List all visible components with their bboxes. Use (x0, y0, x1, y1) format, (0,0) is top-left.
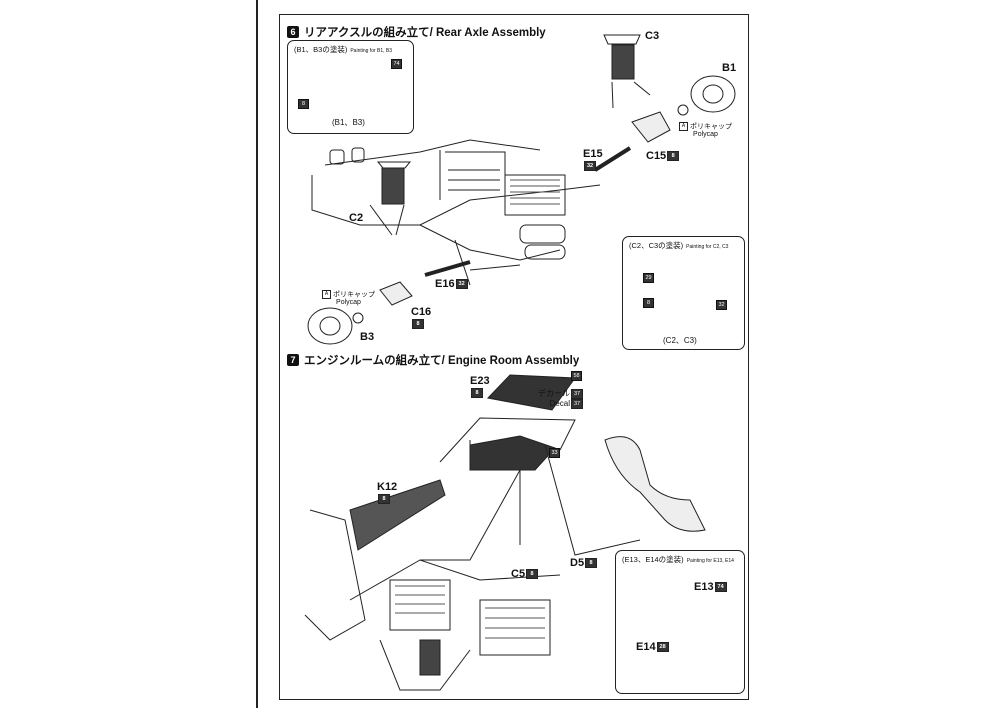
paint-tag-32: 32 (716, 300, 727, 310)
paint-tag-58: 58 (571, 371, 582, 381)
paint-panel-b1-b3-caption: (B1、B3) (332, 118, 365, 127)
paint-panel-c2-c3-caption: (C2、C3) (663, 336, 697, 345)
part-label-b3: B3 (360, 331, 375, 343)
part-label-c2: C2 (349, 212, 364, 224)
paint-tag-8: 8 (298, 99, 309, 109)
polycap-icon: A (322, 290, 331, 299)
paint-tag-74: 74 (391, 59, 402, 69)
step6-number: 6 (287, 26, 299, 38)
step6-heading: 6 リアアクスルの組み立て/ Rear Axle Assembly (287, 24, 546, 40)
paint-panel-c2-c3-title: (C2、C3の塗装)Painting for C2, C3 (629, 241, 729, 250)
paint-panel-c2-c3: (C2、C3の塗装)Painting for C2, C3 29 8 32 (C… (622, 236, 745, 350)
step7-heading: 7 エンジンルームの組み立て/ Engine Room Assembly (287, 352, 579, 368)
part-label-c3: C3 (645, 30, 660, 42)
part-label-b1: B1 (722, 62, 737, 74)
step6-title: リアアクスルの組み立て/ Rear Axle Assembly (304, 27, 546, 39)
step7-title: エンジンルームの組み立て/ Engine Room Assembly (304, 355, 580, 367)
polycap-icon: A (679, 122, 688, 131)
paint-panel-b1-b3: (B1、B3の塗装)Painting for B1, B3 74 8 (B1、B… (287, 40, 414, 134)
paint-panel-b1-b3-title: (B1、B3の塗装)Painting for B1, B3 (294, 45, 393, 54)
step7-number: 7 (287, 354, 299, 366)
paint-tag-29: 29 (643, 273, 654, 283)
page-spine (256, 0, 258, 708)
paint-panel-e13-e14-title: (E13、E14の塗装)Painting for E13, E14 (622, 555, 734, 564)
paint-tag-8-c: 8 (643, 298, 654, 308)
instruction-frame (279, 14, 749, 700)
paint-tag-33: 33 (549, 448, 560, 458)
